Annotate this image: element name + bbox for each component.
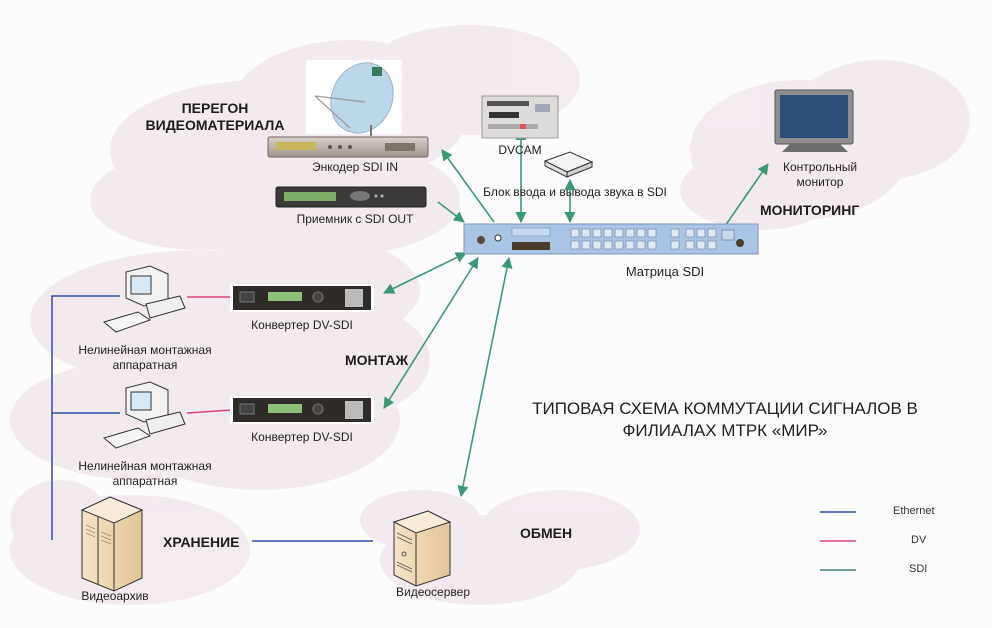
dv-link-2 bbox=[186, 409, 233, 414]
sdi-matrix-device-icon bbox=[463, 223, 759, 255]
dvcam-deck-icon bbox=[481, 95, 559, 139]
diagram-title-line1: ТИПОВАЯ СХЕМА КОММУТАЦИИ СИГНАЛОВ В bbox=[532, 399, 918, 418]
label-converter-1: Конвертер DV-SDI bbox=[251, 318, 353, 332]
satellite-dish-icon bbox=[306, 60, 402, 136]
label-video-archive: Видеоархив bbox=[81, 589, 149, 603]
diagram-title: ТИПОВАЯ СХЕМА КОММУТАЦИИ СИГНАЛОВ В ФИЛИ… bbox=[470, 398, 980, 442]
video-archive-server-icon bbox=[80, 496, 144, 592]
sdi-link-receiver bbox=[437, 201, 465, 223]
cloud-editing bbox=[10, 235, 430, 490]
label-control-monitor-line1: Контрольный bbox=[782, 160, 858, 174]
zone-label-uplink: ПЕРЕГОН ВИДЕОМАТЕРИАЛА bbox=[140, 100, 290, 134]
zone-label-exchange: ОБМЕН bbox=[520, 525, 573, 541]
zone-label-editing: МОНТАЖ bbox=[345, 352, 409, 368]
sdi-links bbox=[382, 128, 769, 498]
label-control-monitor: Контрольный монитор bbox=[760, 160, 880, 190]
audio-converter-box-icon bbox=[543, 151, 594, 178]
encoder-device-icon bbox=[267, 136, 429, 158]
workstation-icon-1 bbox=[102, 265, 186, 333]
label-receiver: Приемник с SDI OUT bbox=[296, 212, 414, 226]
label-nle-1: Нелинейная монтажная аппаратная bbox=[55, 343, 235, 373]
label-video-server: Видеосервер bbox=[396, 585, 470, 599]
diagram-title-line2: ФИЛИАЛАХ МТРК «МИР» bbox=[622, 421, 828, 440]
video-server-icon bbox=[392, 510, 452, 587]
ethernet-links bbox=[51, 295, 373, 542]
zone-label-uplink-line1: ПЕРЕГОН bbox=[181, 100, 249, 116]
label-nle-1-line1: Нелинейная монтажная bbox=[78, 343, 212, 357]
ethernet-link-nle1 bbox=[51, 295, 120, 540]
dv-sdi-converter-icon-2 bbox=[230, 396, 374, 424]
zone-label-uplink-line2: ВИДЕОМАТЕРИАЛА bbox=[145, 117, 285, 133]
label-dvcam: DVCAM bbox=[498, 143, 542, 157]
legend-label-ethernet: Ethernet bbox=[893, 505, 935, 517]
workstation-icon-2 bbox=[102, 381, 186, 449]
sdi-link-encoder bbox=[441, 149, 495, 223]
zone-label-monitoring: МОНИТОРИНГ bbox=[760, 202, 860, 218]
dv-sdi-converter-icon-1 bbox=[230, 284, 374, 312]
legend-label-dv: DV bbox=[911, 534, 927, 546]
label-converter-2: Конвертер DV-SDI bbox=[251, 430, 353, 444]
legend-label-sdi: SDI bbox=[909, 563, 928, 575]
label-control-monitor-line2: монитор bbox=[796, 175, 844, 189]
control-monitor-icon bbox=[774, 89, 854, 152]
receiver-device-icon bbox=[275, 186, 427, 208]
legend-lines bbox=[820, 511, 856, 571]
zone-label-storage: ХРАНЕНИЕ bbox=[163, 534, 240, 550]
label-audio-box: Блок ввода и вывода звука в SDI bbox=[483, 185, 667, 199]
label-nle-2: Нелинейная монтажная аппаратная bbox=[55, 459, 235, 489]
dv-links bbox=[186, 296, 233, 414]
label-nle-2-line2: аппаратная bbox=[112, 474, 178, 488]
label-encoder: Энкодер SDI IN bbox=[311, 160, 399, 174]
sdi-link-monitor bbox=[724, 163, 769, 227]
label-sdi-matrix: Матрица SDI bbox=[625, 264, 705, 279]
sdi-link-server bbox=[457, 256, 513, 498]
label-nle-2-line1: Нелинейная монтажная bbox=[78, 459, 212, 473]
label-nle-1-line2: аппаратная bbox=[112, 358, 178, 372]
